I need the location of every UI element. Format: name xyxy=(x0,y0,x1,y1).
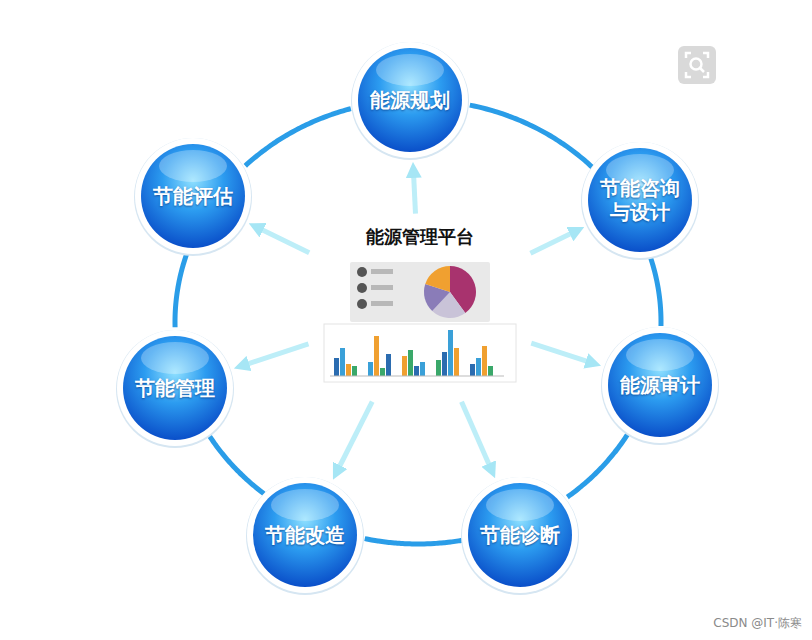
service-circle: 能源规划 xyxy=(350,40,470,160)
ring-line xyxy=(650,257,661,326)
platform-panel: 能源管理平台 xyxy=(318,222,522,392)
service-label: 节能管理 xyxy=(135,376,215,400)
service-label: 节能评估 xyxy=(153,184,233,208)
service-label: 节能咨询与设计 xyxy=(596,176,684,224)
ring-line xyxy=(470,105,592,167)
dashboard-illustration xyxy=(318,258,522,388)
service-circle: 节能管理 xyxy=(115,328,235,448)
service-circle: 能源审计 xyxy=(600,325,720,445)
ring-line xyxy=(365,539,462,544)
service-circle: 节能诊断 xyxy=(460,475,580,595)
flow-arrow xyxy=(531,343,593,363)
watermark: CSDN @IT·陈寒 xyxy=(713,615,802,632)
service-circle: 节能咨询与设计 xyxy=(580,140,700,260)
flow-arrow xyxy=(530,231,577,254)
ring-line xyxy=(175,254,187,327)
service-circle: 节能改造 xyxy=(245,475,365,595)
service-label: 节能改造 xyxy=(265,523,345,547)
flow-arrow xyxy=(241,344,308,366)
platform-title: 能源管理平台 xyxy=(318,222,522,248)
service-label: 能源规划 xyxy=(370,88,450,112)
flow-arrow xyxy=(462,402,492,471)
zoom-icon xyxy=(678,46,716,84)
ring-line xyxy=(567,434,628,497)
service-label: 节能诊断 xyxy=(480,523,560,547)
ring-line xyxy=(209,436,264,494)
service-label: 能源审计 xyxy=(620,373,700,397)
flow-arrow xyxy=(337,402,373,473)
ring-line xyxy=(245,109,351,166)
flow-arrow xyxy=(256,227,309,253)
flow-arrow xyxy=(413,170,415,214)
service-circle: 节能评估 xyxy=(133,136,253,256)
